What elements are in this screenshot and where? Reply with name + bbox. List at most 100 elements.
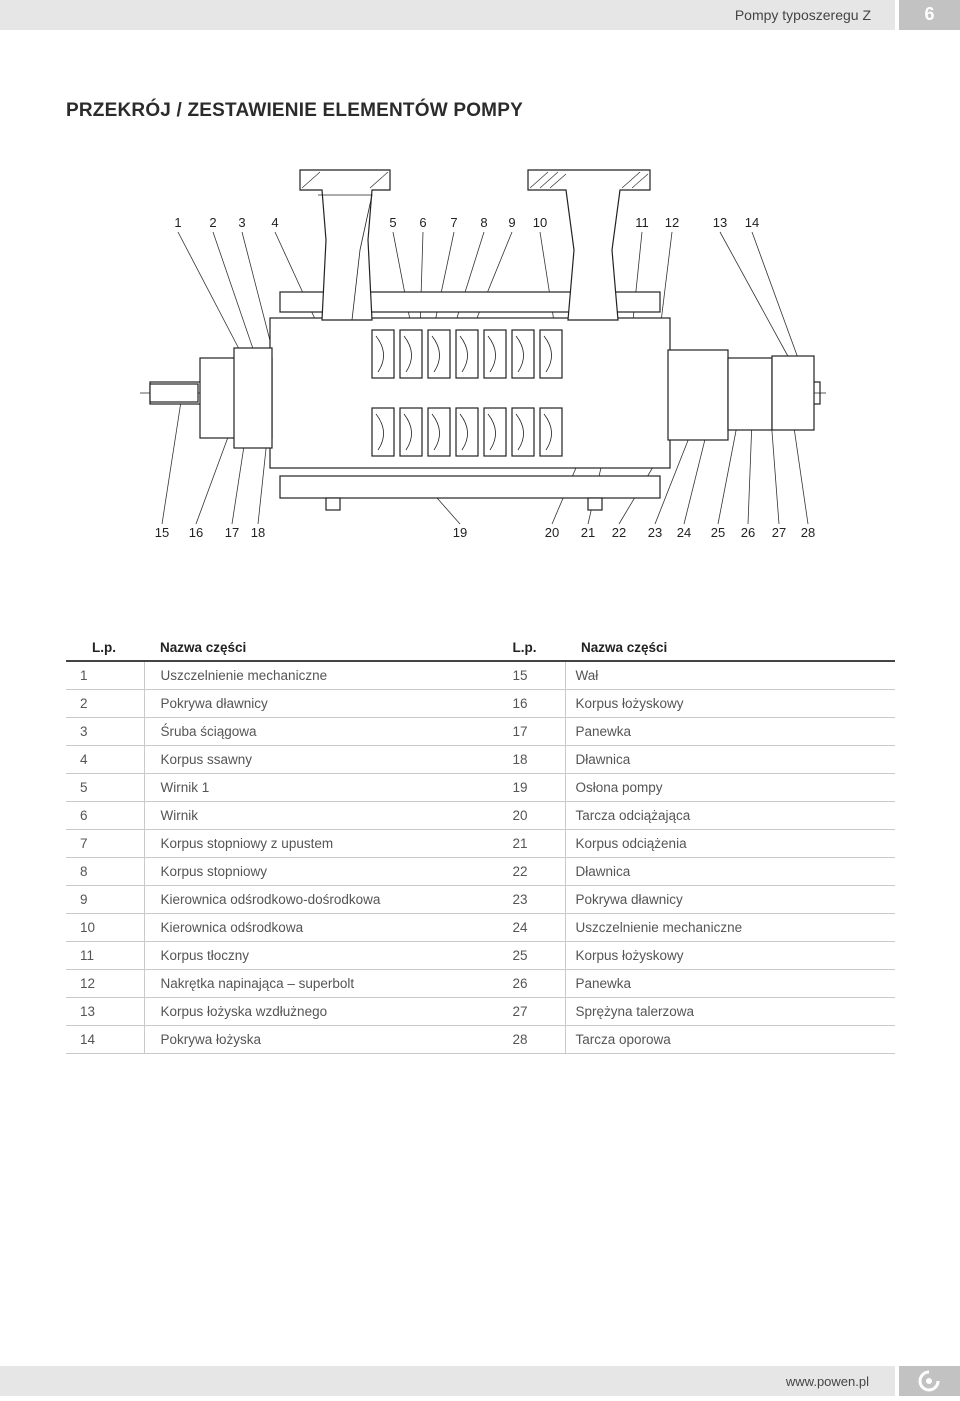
impeller-vane <box>431 335 440 373</box>
part-number: 11 <box>66 941 144 970</box>
header-bar: Pompy typoszeregu Z <box>0 0 895 30</box>
column-header-lp: L.p. <box>66 634 144 662</box>
pump-body <box>140 169 830 511</box>
impeller-vane <box>403 335 412 373</box>
part-number: 9 <box>66 885 144 914</box>
part-callout-number: 11 <box>635 215 649 230</box>
part-name: Pokrywa łożyska <box>143 1025 497 1054</box>
stage-block <box>483 329 507 379</box>
stage-block <box>427 329 451 379</box>
impeller-vane <box>487 335 496 373</box>
part-number: 12 <box>66 969 144 998</box>
part-name: Korpus łożyskowy <box>564 689 895 718</box>
part-callout-number: 20 <box>545 525 559 540</box>
stage-block <box>483 407 507 457</box>
part-callout-number: 23 <box>648 525 662 540</box>
table-header-row: L.p. Nazwa części L.p. Nazwa części <box>66 634 895 662</box>
impeller-vane <box>543 413 552 451</box>
part-number: 25 <box>496 941 565 970</box>
tie-bar-top <box>279 291 661 313</box>
part-callout-number: 22 <box>612 525 626 540</box>
part-name: Uszczelnienie mechaniczne <box>143 661 497 690</box>
part-name: Pokrywa dławnicy <box>143 689 497 718</box>
stage-block <box>399 329 423 379</box>
foot-right <box>587 497 603 511</box>
column-header-lp-2: L.p. <box>496 634 565 662</box>
part-callout-number: 5 <box>389 215 396 230</box>
part-callout-number: 14 <box>745 215 759 230</box>
part-callout-number: 9 <box>508 215 515 230</box>
part-number: 14 <box>66 1025 144 1054</box>
stage-block <box>399 407 423 457</box>
hatching <box>301 171 649 189</box>
part-number: 7 <box>66 829 144 858</box>
part-callout-number: 6 <box>419 215 426 230</box>
part-callout-number: 10 <box>533 215 547 230</box>
part-callout-number: 3 <box>238 215 245 230</box>
leader-line <box>274 231 321 331</box>
impeller-vane <box>403 413 412 451</box>
part-number: 15 <box>496 661 565 690</box>
part-number: 4 <box>66 745 144 774</box>
leader-line <box>177 231 251 371</box>
part-number: 22 <box>496 857 565 886</box>
part-name: Śruba ściągowa <box>143 717 497 746</box>
part-callout-number: 2 <box>209 215 216 230</box>
part-number: 23 <box>496 885 565 914</box>
part-callout-number: 1 <box>174 215 181 230</box>
part-callout-number: 19 <box>453 525 467 540</box>
impeller-vane <box>487 413 496 451</box>
foot-left <box>325 497 341 511</box>
part-name: Tarcza odciążająca <box>564 801 895 830</box>
website-link[interactable]: www.powen.pl <box>785 1374 869 1389</box>
part-callout-number: 26 <box>741 525 755 540</box>
part-name: Pokrywa dławnicy <box>564 885 895 914</box>
part-name: Panewka <box>564 969 895 998</box>
impeller-vane <box>459 413 468 451</box>
stage-block <box>371 329 395 379</box>
part-number: 21 <box>496 829 565 858</box>
part-number: 20 <box>496 801 565 830</box>
part-callout-number: 24 <box>677 525 691 540</box>
logo-box <box>899 1366 960 1396</box>
leader-line <box>161 394 183 525</box>
part-name: Wirnik 1 <box>143 773 497 802</box>
leader-line <box>719 231 791 361</box>
part-number: 8 <box>66 857 144 886</box>
part-callout-number: 8 <box>480 215 487 230</box>
part-name: Panewka <box>564 717 895 746</box>
part-name: Kierownica odśrodkowa <box>143 913 497 942</box>
impeller-stages <box>371 329 563 457</box>
column-header-name: Nazwa części <box>144 634 497 662</box>
part-callout-number: 25 <box>711 525 725 540</box>
part-name: Korpus stopniowy <box>143 857 497 886</box>
part-callout-number: 15 <box>155 525 169 540</box>
part-name: Korpus ssawny <box>143 745 497 774</box>
part-name: Nakrętka napinająca – superbolt <box>143 969 497 998</box>
part-callout-number: 27 <box>772 525 786 540</box>
part-number: 24 <box>496 913 565 942</box>
page-number-box: 6 <box>899 0 960 30</box>
part-number: 1 <box>66 661 144 690</box>
series-name: Pompy typoszeregu Z <box>734 7 871 23</box>
page-number: 6 <box>924 4 935 24</box>
stage-block <box>455 329 479 379</box>
part-number: 28 <box>496 1025 565 1054</box>
part-number: 3 <box>66 717 144 746</box>
left-seal-housing <box>233 347 273 449</box>
leader-line <box>419 231 424 331</box>
part-name: Tarcza oporowa <box>564 1025 895 1054</box>
impeller-vane <box>375 335 384 373</box>
